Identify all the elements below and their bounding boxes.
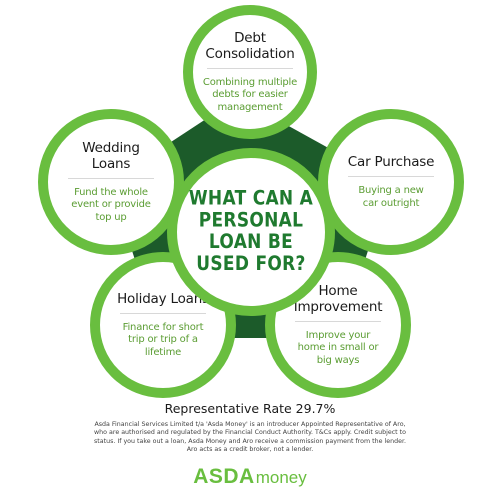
- representative-rate: Representative Rate 29.7%: [164, 401, 336, 416]
- use-description: Buying a new car outright: [358, 185, 424, 209]
- use-title: Debt Consolidation: [205, 29, 295, 62]
- logo-suffix-text: money: [255, 468, 307, 487]
- divider: [120, 312, 206, 314]
- divider: [207, 67, 293, 69]
- use-description: Combining multiple debts for easier mana…: [202, 76, 298, 113]
- use-bubble-car-purchase: Car Purchase Buying a new car outright: [318, 109, 464, 255]
- use-description: Fund the whole event or provide top up: [71, 186, 151, 223]
- divider: [295, 320, 381, 322]
- divider: [68, 177, 154, 179]
- use-title: Holiday Loans: [117, 290, 209, 307]
- asda-money-logo: ASDAmoney: [0, 465, 500, 489]
- center-title: WHAT CAN A PERSONAL LOAN BE USED FOR?: [188, 187, 314, 276]
- use-bubble-wedding-loans: Wedding Loans Fund the whole event or pr…: [38, 109, 184, 255]
- legal-disclaimer: Asda Financial Services Limited t/a 'Asd…: [94, 421, 406, 454]
- center-circle: WHAT CAN A PERSONAL LOAN BE USED FOR?: [167, 148, 335, 316]
- use-title: Wedding Loans: [82, 139, 140, 172]
- use-title: Car Purchase: [347, 154, 435, 170]
- use-title: Home Improvement: [293, 282, 383, 315]
- divider: [348, 176, 434, 177]
- use-description: Finance for short trip or trip of a life…: [122, 321, 204, 358]
- use-bubble-debt-consolidation: Debt Consolidation Combining multiple de…: [183, 5, 317, 139]
- logo-brand-text: ASDA: [193, 465, 255, 488]
- use-description: Improve your home in small or big ways: [297, 329, 379, 366]
- use-bubble-home-improvement: Home Improvement Improve your home in sm…: [265, 252, 411, 398]
